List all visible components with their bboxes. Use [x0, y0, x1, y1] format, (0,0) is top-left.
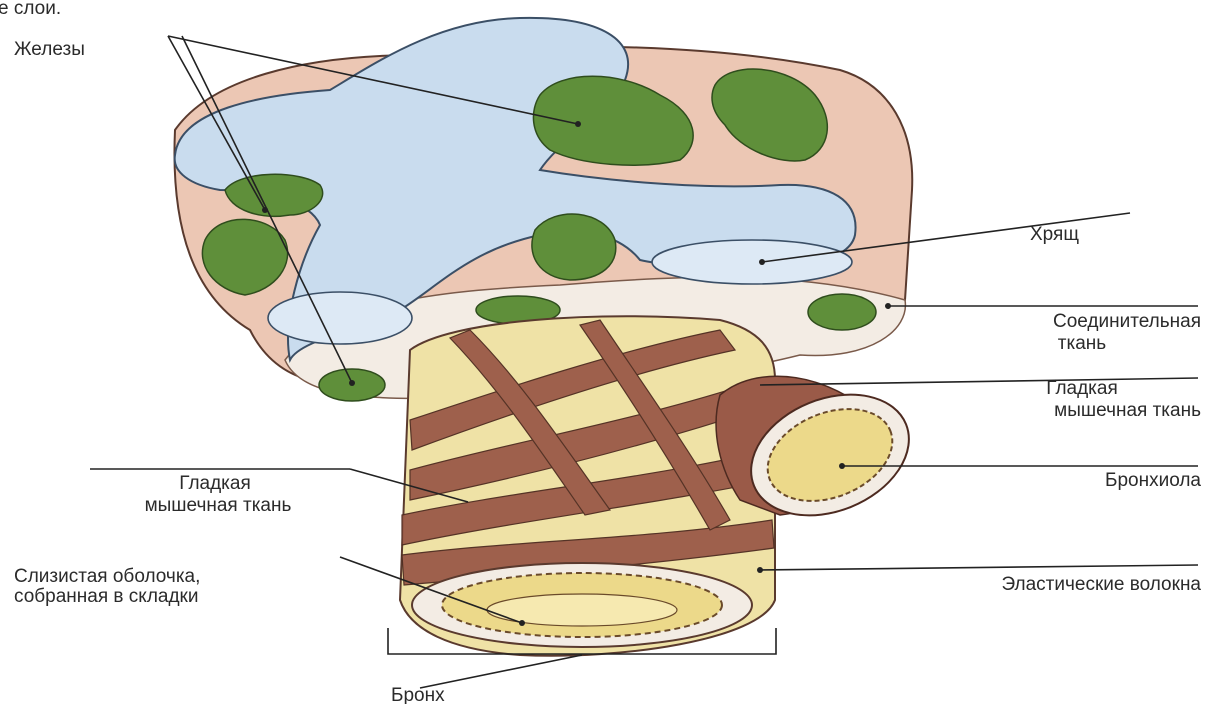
label-bronchus: Бронх [391, 685, 445, 704]
label-smooth-muscle-left-line2: мышечная ткань [145, 495, 292, 516]
gland [808, 294, 876, 330]
label-connective-line2: ткань [1058, 333, 1106, 354]
label-smooth-muscle-left-line1: Гладкая [179, 473, 251, 494]
label-elastic-fibers: Эластические волокна [1002, 574, 1202, 595]
label-bronchiole: Бронхиола [1105, 470, 1201, 491]
gland [532, 214, 616, 280]
label-cartilage: Хрящ [1030, 224, 1079, 245]
cartilage-cut-face [652, 240, 852, 284]
label-smooth-muscle-right-line1: Гладкая [1046, 378, 1118, 399]
label-connective-line1: Соединительная [1053, 311, 1201, 332]
label-glands: Железы [14, 39, 85, 60]
cartilage-cut-face-left [268, 292, 412, 344]
label-smooth-muscle-right-line2: мышечная ткань [1054, 400, 1201, 421]
caption-fragment: е слои. [0, 0, 61, 19]
label-mucosa-line2: собранная в складки [14, 586, 198, 607]
label-mucosa-line1: Слизистая оболочка, [14, 566, 200, 587]
